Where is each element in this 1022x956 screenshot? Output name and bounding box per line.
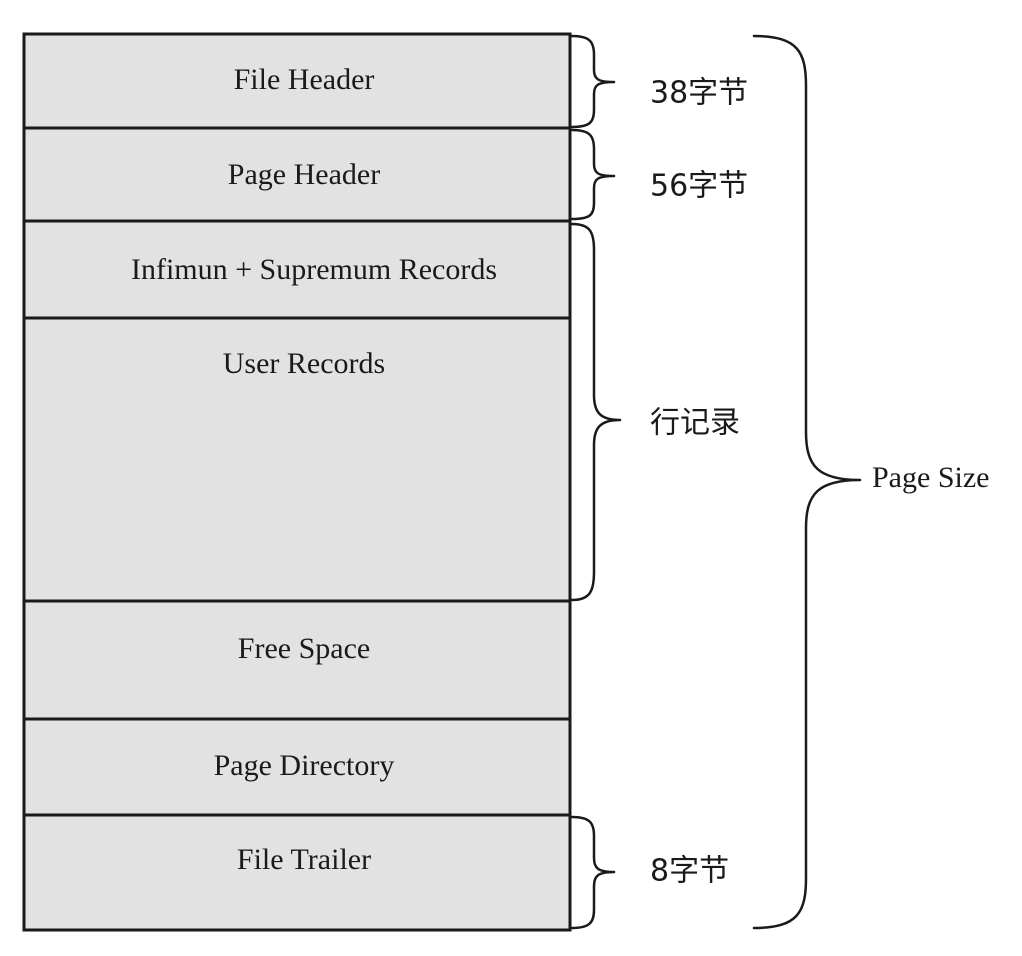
page-sections: File Header Page Header Infimun + Suprem… <box>22 32 572 932</box>
page-size-label: Page Size <box>872 461 989 494</box>
page-directory-label: Page Directory <box>214 749 395 782</box>
file-header-brace <box>570 34 616 129</box>
file-trailer-size-label: 8字节 <box>650 854 729 889</box>
section-braces <box>570 34 622 930</box>
page-header-box <box>22 126 572 223</box>
infimum-supremum-label: Infimun + Supremum Records <box>131 253 497 286</box>
row-records-label: 行记录 <box>650 406 740 441</box>
row-records-brace <box>570 222 622 602</box>
user-records-label: User Records <box>223 347 385 380</box>
page-directory-box <box>22 717 572 817</box>
page-header-label: Page Header <box>228 158 380 191</box>
file-trailer-box <box>22 813 572 932</box>
infimum-supremum-box <box>22 219 572 320</box>
file-header-label: File Header <box>234 63 375 96</box>
file-header-box <box>22 32 572 130</box>
page-header-size-label: 56字节 <box>650 169 748 204</box>
user-records-box <box>22 316 572 603</box>
page-size-brace <box>752 34 862 930</box>
file-trailer-label: File Trailer <box>237 843 371 876</box>
page-header-brace <box>570 128 616 221</box>
file-header-size-label: 38字节 <box>650 76 748 111</box>
file-trailer-brace <box>570 815 616 930</box>
free-space-label: Free Space <box>238 632 370 665</box>
